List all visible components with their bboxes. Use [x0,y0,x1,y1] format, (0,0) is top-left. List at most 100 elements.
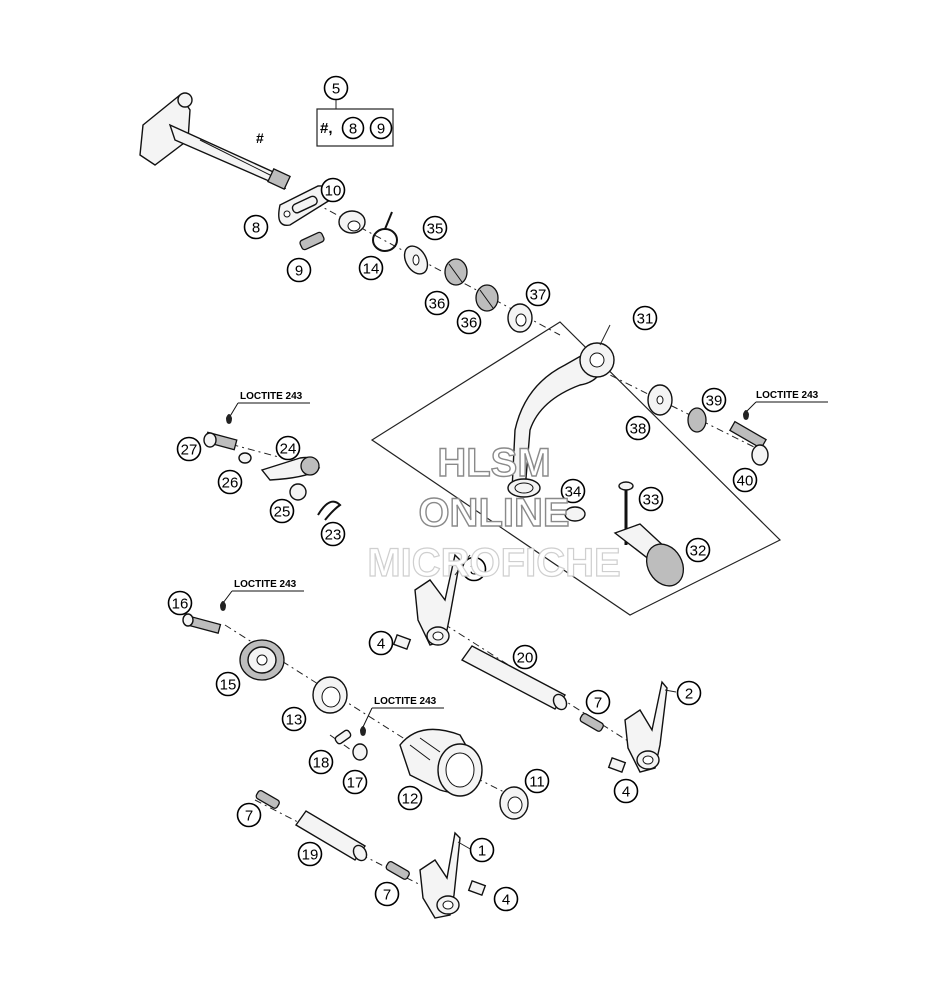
callout-c23: 23 [320,521,346,547]
callout-circle [732,467,758,493]
kit-box [316,108,394,147]
callout-number: 34 [565,484,582,501]
callout-number: 8 [252,220,260,237]
callout-number: 5 [332,81,340,98]
detent-plunger [334,729,352,745]
callout-c18: 18 [308,749,334,775]
callout-circle [323,75,349,101]
callout-c36b: 36 [456,309,482,335]
callout-circle [469,837,495,863]
callout-c7b: 7 [236,802,262,828]
shift-lever [507,342,615,498]
callout-number: 13 [286,712,303,729]
watermark-line-3: MICROFICHE [367,541,620,585]
callout-c38: 38 [625,415,651,441]
callout-circle [167,590,193,616]
callout-circle [374,881,400,907]
callout-c7a: 7 [585,689,611,715]
callout-circle [512,644,538,670]
small-spring [299,231,325,251]
shaft-hash-mark: # [256,130,264,146]
needle-bearings [444,258,499,312]
washer [403,245,429,275]
callout-number: 24 [280,441,297,458]
callout-c8: 8 [243,214,269,240]
callout-c8a: 8 [341,116,365,140]
lever-bolt [729,420,769,466]
callout-c20: 20 [512,644,538,670]
callout-number: 36 [461,315,478,332]
callout-c25: 25 [269,498,295,524]
callout-c14: 14 [358,255,384,281]
callout-c13: 13 [281,706,307,732]
callout-number: 4 [502,892,510,909]
callout-c15: 15 [215,671,241,697]
callout-number: 18 [313,755,330,772]
shaft-seal [507,303,533,333]
shift-shaft: # [139,92,291,191]
watermark-line-1: HLSM [437,441,550,485]
callout-number: 37 [530,287,547,304]
callout-circle [560,478,586,504]
loctite-label-2: LOCTITE 243 [756,390,819,401]
loctite-marks: LOCTITE 243 LOCTITE 243 LOCTITE 243 LOCT… [220,390,828,736]
callout-circle [297,841,323,867]
callout-number: 25 [274,504,291,521]
shift-segment [239,639,285,681]
callout-c31: 31 [632,305,658,331]
callout-number: 16 [172,596,189,613]
callout-circle [342,769,368,795]
shift-fork-3 [414,553,461,646]
callout-circle [176,436,202,462]
callout-number: 4 [622,784,630,801]
shift-fork-2 [624,680,668,773]
callout-number: 27 [181,442,198,459]
callout-number: 31 [637,311,654,328]
callout-c24: 24 [275,435,301,461]
drum-bearing-right [499,786,529,820]
callout-c5: 5 [323,75,349,101]
return-spring [372,211,398,252]
callout-circle [243,214,269,240]
callout-circle [281,706,307,732]
callout-c26: 26 [217,469,243,495]
callout-circle [275,435,301,461]
callout-circle [585,689,611,715]
fork-rail-upper [460,645,568,711]
fork-spring-left [255,789,280,809]
callout-c10: 10 [320,177,346,203]
callout-c3: 3 [461,556,487,582]
callout-number: 10 [325,183,342,200]
callout-circle [625,415,651,441]
callout-number: 1 [478,843,486,860]
callout-circle [632,305,658,331]
callout-circle [638,486,664,512]
callout-circle [493,886,519,912]
callout-number: 3 [470,562,478,579]
callout-number: 4 [377,636,385,653]
callout-circle [456,309,482,335]
guide-pin-upper [392,634,412,650]
loctite-label-1: LOCTITE 243 [240,391,303,402]
callout-circle [422,215,448,241]
callout-c4b: 4 [613,778,639,804]
callout-c19: 19 [297,841,323,867]
shift-fork-1 [419,831,461,919]
callout-number: 23 [325,527,342,544]
callout-number: 40 [737,473,754,490]
callout-circle [461,556,487,582]
callout-c4a: 4 [368,630,394,656]
callout-number: 36 [429,296,446,313]
callout-circle [676,680,702,706]
fork-spring-right [579,712,604,732]
guide-pin-lower [467,880,487,896]
guide-pin-right [607,757,627,773]
callout-c36a: 36 [424,290,450,316]
callout-number: 38 [630,421,647,438]
callout-circle [397,785,423,811]
drum-bearing [312,676,348,714]
callout-circle [524,768,550,794]
callout-c35: 35 [422,215,448,241]
callout-c11: 11 [524,768,550,794]
